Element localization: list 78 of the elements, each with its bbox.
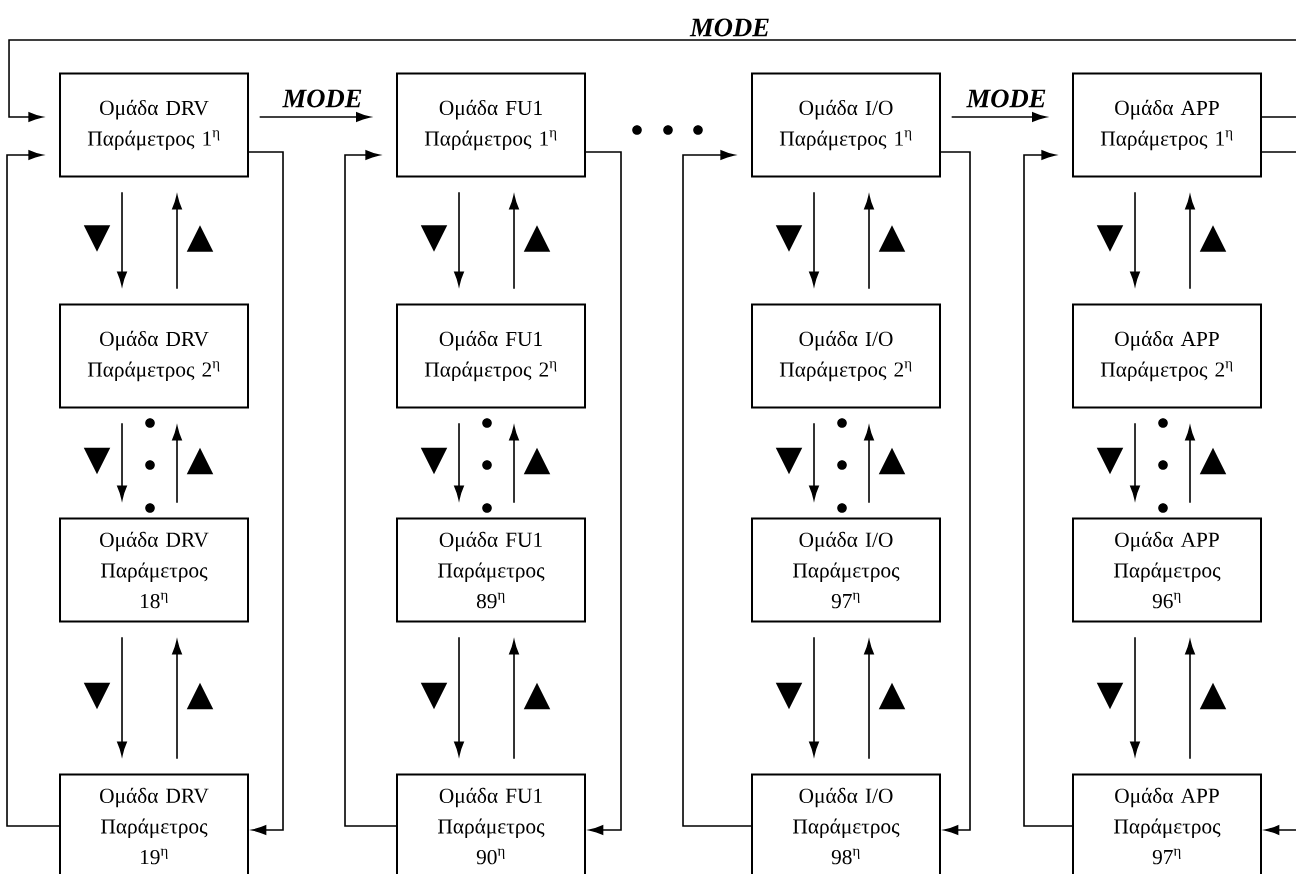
arrow	[1261, 151, 1296, 835]
parameter-box: Ομάδα APP Παράμετρος 2$^{η}$	[1072, 303, 1262, 409]
key-symbol: ▲	[523, 447, 551, 475]
key-symbol: ▲	[878, 682, 906, 710]
key-symbol: ▲	[878, 225, 906, 252]
arrow	[1185, 426, 1195, 504]
key-symbol: ▼	[420, 225, 448, 252]
arrow	[117, 636, 127, 756]
arrow	[454, 191, 464, 286]
key-symbol: ▼	[83, 447, 111, 475]
arrow	[454, 636, 464, 756]
key-symbol: ▼	[775, 225, 803, 252]
parameter-box: Ομάδα DRV Παράμετρος 2$^{η}$	[59, 303, 249, 409]
key-symbol: ▲	[186, 682, 214, 710]
parameter-box: Ομάδα FU1 Παράμετρος 1$^{η}$	[396, 72, 586, 178]
parameter-box: Ομάδα DRV Παράμετρος 19$^{η}$	[59, 773, 249, 874]
arrow	[682, 150, 752, 827]
arrow	[172, 640, 182, 760]
key-symbol: ▼	[420, 447, 448, 475]
arrow	[454, 422, 464, 500]
arrow	[172, 195, 182, 290]
arrow	[344, 150, 397, 827]
parameter-box: Ομάδα APP Παράμετρος 96$^{η}$	[1072, 517, 1262, 623]
arrow	[172, 426, 182, 504]
arrow	[117, 191, 127, 286]
arrow	[117, 422, 127, 500]
parameter-box: Ομάδα FU1 Παράμετρος 2$^{η}$	[396, 303, 586, 409]
edge-label: MODE	[282, 89, 362, 108]
key-symbol: ▼	[775, 447, 803, 475]
key-symbol: ▼	[83, 225, 111, 252]
key-symbol: ▲	[523, 682, 551, 710]
arrow	[509, 195, 519, 290]
key-symbol: ▲	[186, 447, 214, 475]
key-symbol: ▼	[83, 682, 111, 710]
arrow	[864, 195, 874, 290]
edge-label: MODE	[966, 89, 1046, 108]
parameter-box: Ομάδα I/O Παράμετρος 2$^{η}$	[751, 303, 941, 409]
arrow	[8, 39, 1296, 122]
key-symbol: ▲	[878, 447, 906, 475]
arrow	[1023, 150, 1073, 827]
arrow	[585, 151, 622, 835]
key-symbol: ▲	[186, 225, 214, 252]
parameter-box: Ομάδα I/O Παράμετρος 98$^{η}$	[751, 773, 941, 874]
arrow	[1130, 422, 1140, 500]
arrow	[258, 112, 371, 122]
arrow	[509, 640, 519, 760]
key-symbol: ▼	[1096, 447, 1124, 475]
arrow	[809, 191, 819, 286]
arrow	[1185, 640, 1195, 760]
key-symbol: ▼	[420, 682, 448, 710]
edge-label: MODE	[689, 18, 769, 37]
key-symbol: ▲	[1199, 225, 1227, 252]
arrow	[809, 422, 819, 500]
arrow	[1130, 636, 1140, 756]
parameter-box: Ομάδα APP Παράμετρος 97$^{η}$	[1072, 773, 1262, 874]
key-symbol: ▲	[523, 225, 551, 252]
parameter-box: Ομάδα FU1 Παράμετρος 89$^{η}$	[396, 517, 586, 623]
parameter-box: Ομάδα FU1 Παράμετρος 90$^{η}$	[396, 773, 586, 874]
key-symbol: ▲	[1199, 447, 1227, 475]
arrow	[940, 151, 971, 835]
parameter-box: Ομάδα APP Παράμετρος 1$^{η}$	[1072, 72, 1262, 178]
parameter-box: Ομάδα I/O Παράμετρος 97$^{η}$	[751, 517, 941, 623]
arrow	[509, 426, 519, 504]
key-symbol: ▲	[1199, 682, 1227, 710]
key-symbol: ▼	[1096, 682, 1124, 710]
arrow	[1185, 195, 1195, 290]
arrow	[6, 150, 60, 827]
parameter-box: Ομάδα DRV Παράμετρος 18$^{η}$	[59, 517, 249, 623]
parameter-box: Ομάδα DRV Παράμετρος 1$^{η}$	[59, 72, 249, 178]
key-symbol: ▼	[775, 682, 803, 710]
key-symbol: ▼	[1096, 225, 1124, 252]
arrow	[950, 112, 1047, 122]
arrow	[809, 636, 819, 756]
arrow	[864, 640, 874, 760]
arrow	[248, 151, 284, 835]
parameter-box: Ομάδα I/O Παράμετρος 1$^{η}$	[751, 72, 941, 178]
arrow	[1130, 191, 1140, 286]
arrow	[864, 426, 874, 504]
